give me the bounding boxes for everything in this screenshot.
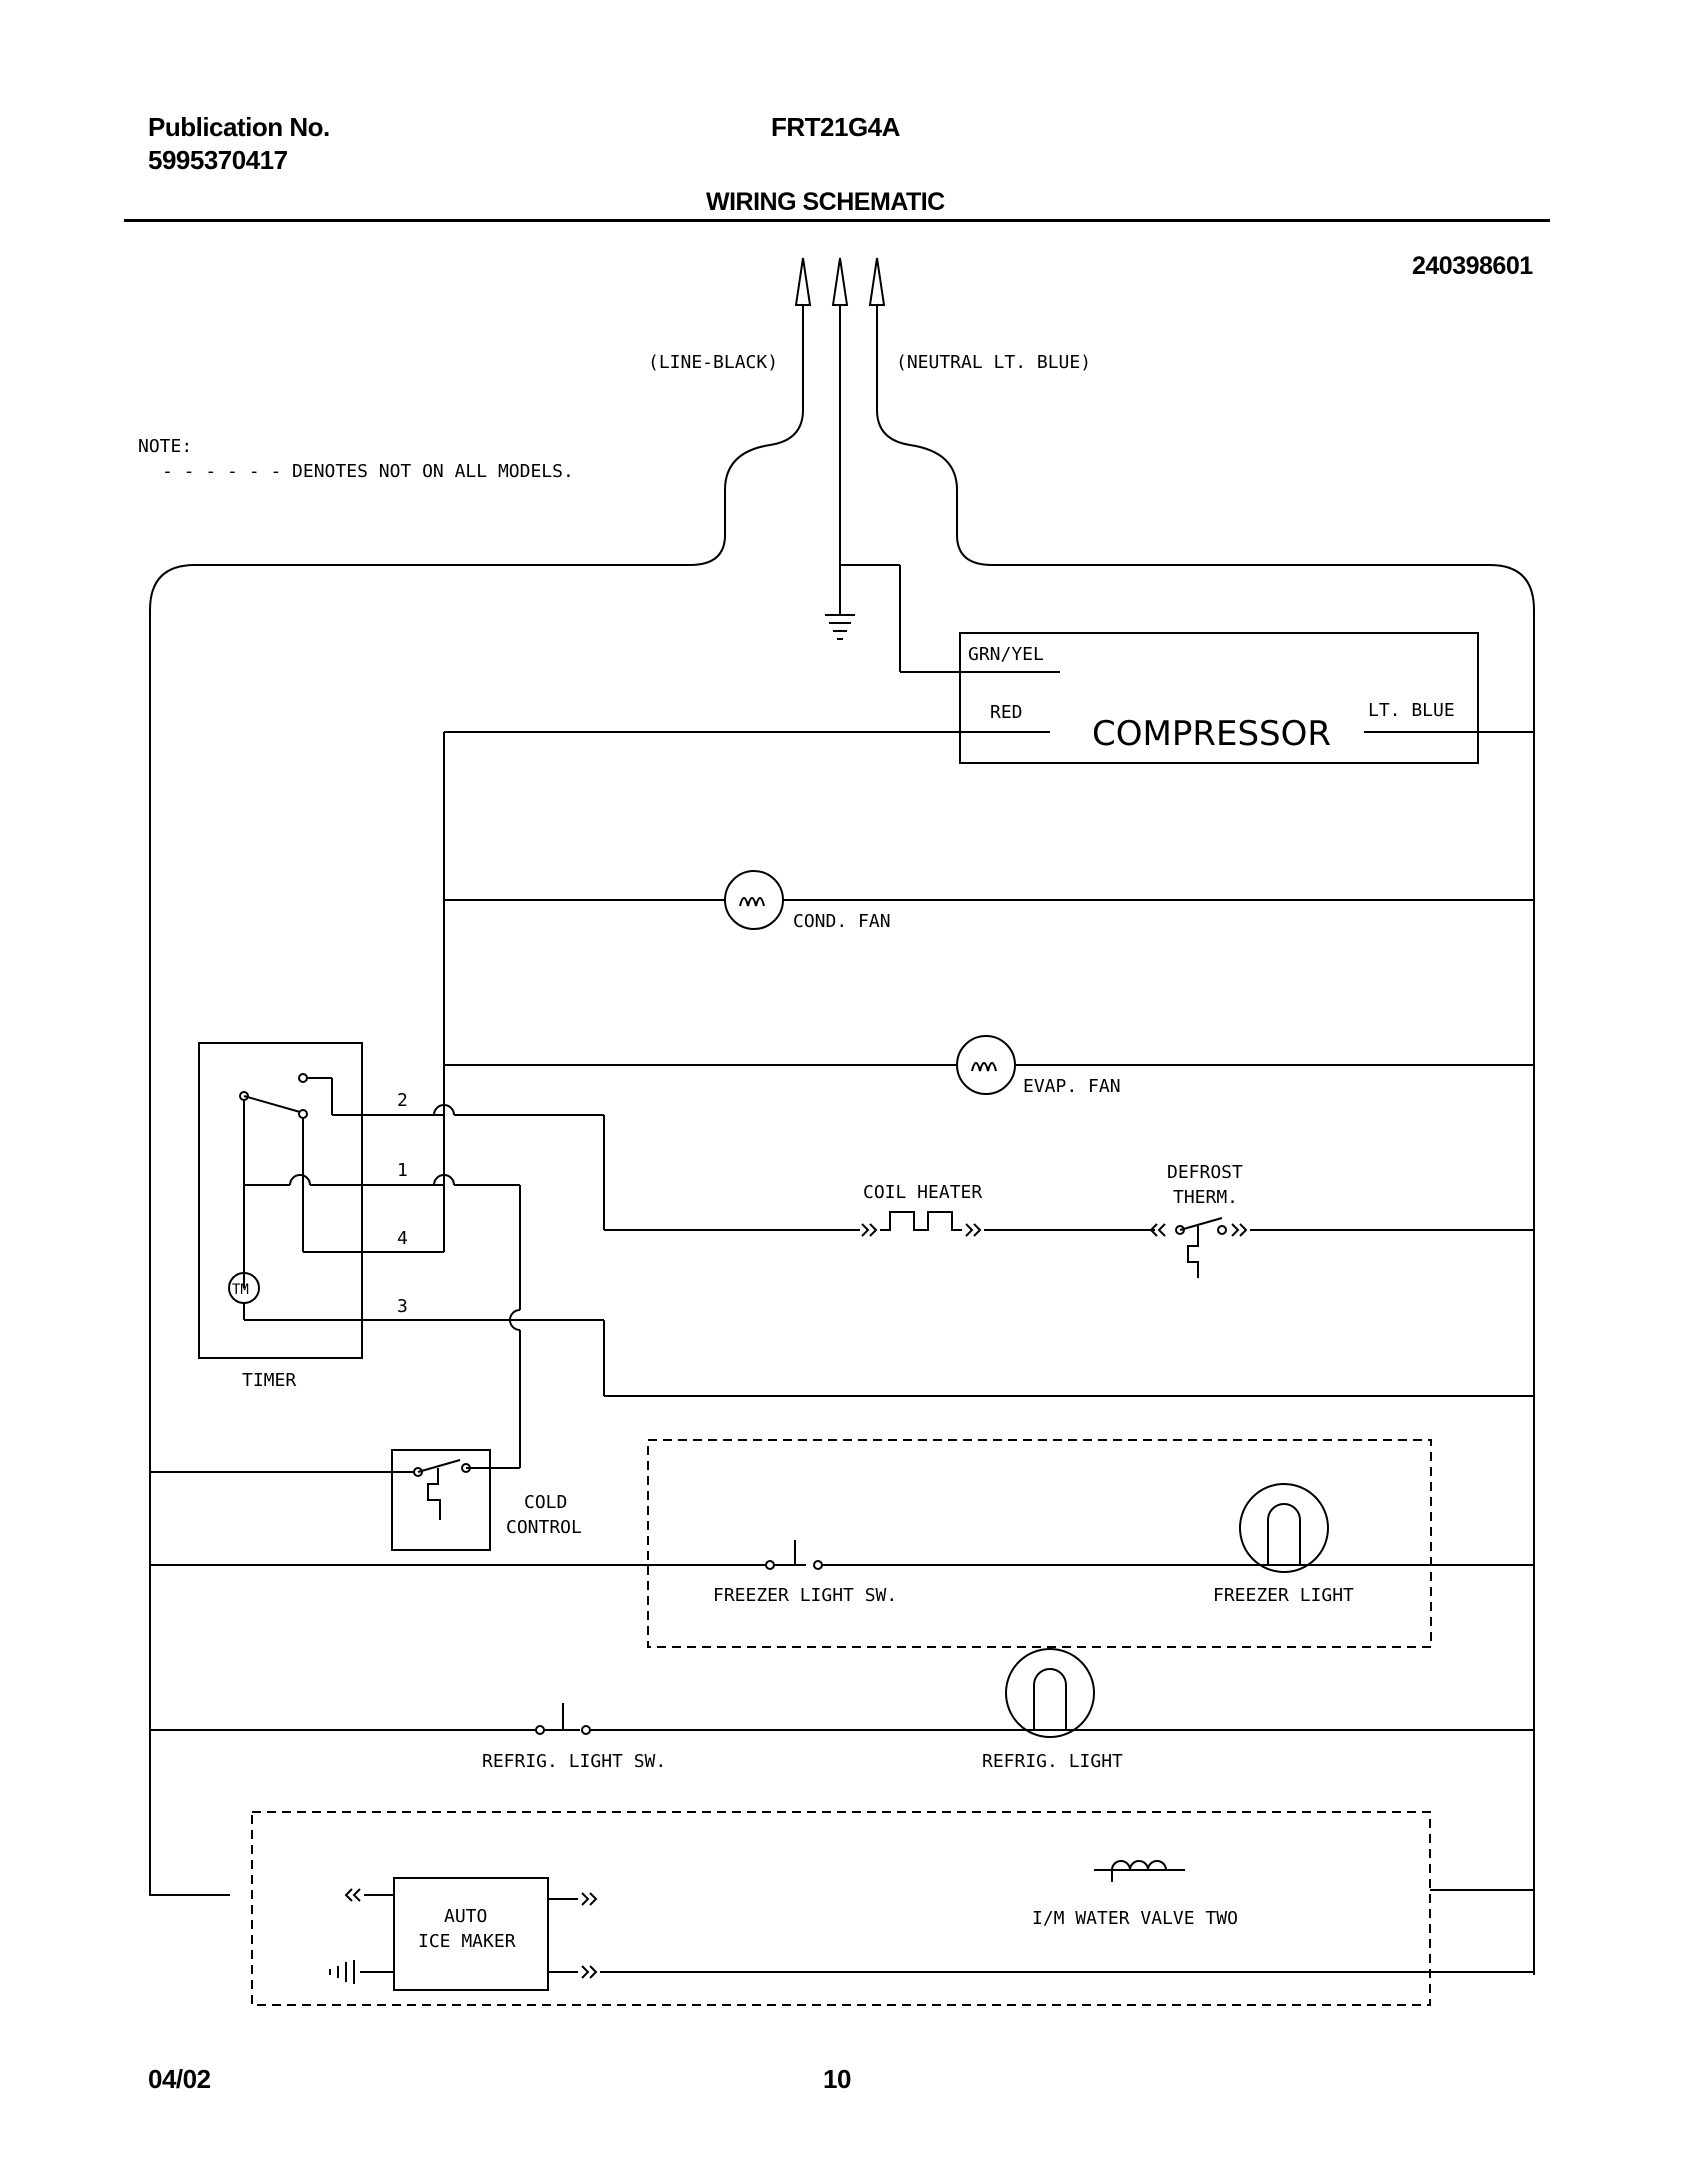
compressor: GRN/YEL RED LT. BLUE COMPRESSOR <box>444 632 1534 764</box>
neutral-label: (NEUTRAL LT. BLUE) <box>896 352 1091 373</box>
timer: TM TIMER 2 1 4 3 <box>198 1042 520 1391</box>
refrig-light-sw-label: REFRIG. LIGHT SW. <box>482 1751 666 1772</box>
timer-terminal-1: 1 <box>397 1160 408 1181</box>
header-rule <box>124 219 1550 222</box>
ice-maker-label-1: AUTO <box>444 1906 487 1927</box>
footer-date: 04/02 <box>148 2064 211 2094</box>
defrost-therm-label-1: DEFROST <box>1167 1162 1243 1183</box>
cold-control-label-1: COLD <box>524 1492 567 1513</box>
ground-symbol <box>825 564 1060 673</box>
defrost-therm-label-2: THERM. <box>1173 1187 1238 1208</box>
timer-motor-label: TM <box>232 1282 249 1298</box>
water-valve-label: I/M WATER VALVE TWO <box>1032 1908 1238 1929</box>
grn-yel-label: GRN/YEL <box>968 644 1044 665</box>
model-number: FRT21G4A <box>771 112 900 142</box>
red-label: RED <box>990 702 1023 723</box>
timer-terminal-2: 2 <box>397 1090 408 1111</box>
publication-number: 5995370417 <box>148 145 288 175</box>
evap-fan-label: EVAP. FAN <box>1023 1076 1121 1097</box>
coil-heater-label: COIL HEATER <box>863 1182 982 1203</box>
ice-maker-label-2: ICE MAKER <box>418 1931 516 1952</box>
ice-maker-circuit: AUTO ICE MAKER I/M WATER VALVE TWO <box>251 1811 1534 2006</box>
freezer-light-circuit: FREEZER LIGHT SW. FREEZER LIGHT <box>150 1439 1534 1648</box>
page-number: 10 <box>823 2064 851 2094</box>
publication-label: Publication No. <box>148 112 330 142</box>
note-text: - - - - - - DENOTES NOT ON ALL MODELS. <box>162 461 574 482</box>
compressor-label: COMPRESSOR <box>1092 714 1331 754</box>
defrost-circuit: COIL HEATER DEFROST THERM. <box>433 1104 1534 1278</box>
note-label: NOTE: <box>138 436 192 457</box>
power-cord <box>149 257 1535 1975</box>
freezer-light-label: FREEZER LIGHT <box>1213 1585 1354 1606</box>
timer-label: TIMER <box>242 1370 296 1391</box>
diagram-number: 240398601 <box>1412 252 1533 280</box>
cold-control-label-2: CONTROL <box>506 1517 582 1538</box>
refrig-light-label: REFRIG. LIGHT <box>982 1751 1123 1772</box>
page-title: WIRING SCHEMATIC <box>706 188 945 216</box>
timer-terminal-4: 4 <box>397 1228 408 1249</box>
cold-control-circuit: COLD CONTROL <box>150 1174 1534 1551</box>
lt-blue-label: LT. BLUE <box>1368 700 1455 721</box>
cond-fan-label: COND. FAN <box>793 911 891 932</box>
refrig-light-circuit: REFRIG. LIGHT SW. REFRIG. LIGHT <box>150 1648 1534 1772</box>
evap-fan: EVAP. FAN <box>444 1035 1534 1097</box>
cond-fan: COND. FAN <box>444 870 1534 932</box>
timer-terminal-3: 3 <box>397 1296 408 1317</box>
line-black-label: (LINE-BLACK) <box>648 352 778 373</box>
freezer-light-sw-label: FREEZER LIGHT SW. <box>713 1585 897 1606</box>
